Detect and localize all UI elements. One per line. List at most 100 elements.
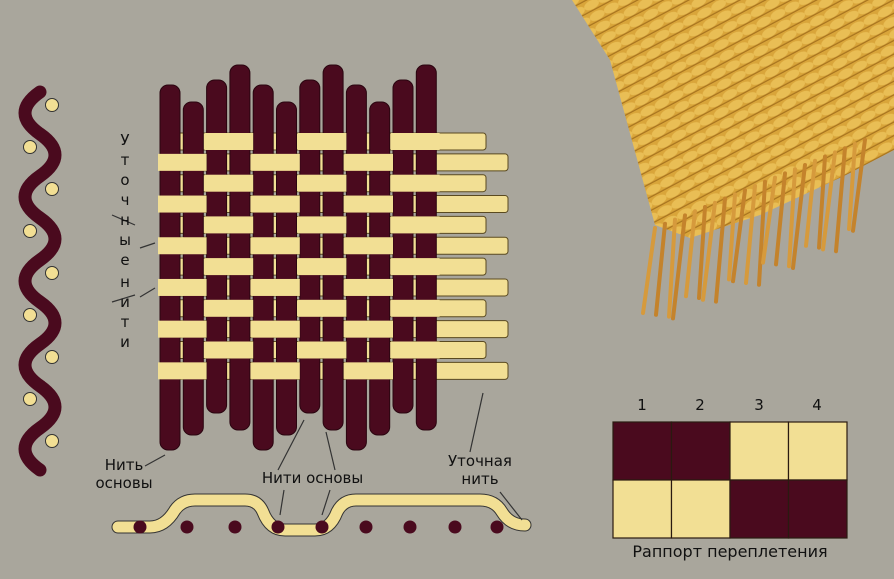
fabric-fringe <box>641 137 867 321</box>
warp-thread <box>392 79 414 414</box>
weft-dot <box>45 266 59 280</box>
weft-float <box>251 237 277 255</box>
weft-float <box>158 195 184 213</box>
fringe-strand <box>787 167 797 269</box>
fringe-strand <box>847 142 857 231</box>
weft-float <box>227 216 254 234</box>
fringe-strand <box>851 137 867 233</box>
weft-float <box>344 362 370 380</box>
weft-dot <box>45 350 59 364</box>
weft-float <box>274 237 300 255</box>
weft-float <box>391 258 417 276</box>
warp-thread <box>345 84 367 451</box>
fringe-strand <box>701 200 717 302</box>
repeat-column-3: 3 <box>754 396 764 414</box>
fringe-strand <box>761 175 777 265</box>
weft-float <box>181 278 207 296</box>
weft-dot <box>23 140 37 154</box>
weft-float <box>204 174 230 192</box>
warp-dot <box>403 520 417 534</box>
weft-float <box>321 341 347 359</box>
weft-float <box>251 195 277 213</box>
weft-float <box>181 237 207 255</box>
weft-float <box>181 153 207 171</box>
weft-float <box>251 153 277 171</box>
weft-float <box>414 299 440 317</box>
fringe-strand <box>744 184 757 285</box>
warp-thread <box>159 84 181 451</box>
weft-dot <box>45 98 59 112</box>
weft-float <box>251 320 277 338</box>
warp-cross-section-left <box>18 85 62 477</box>
fringe-strand <box>727 192 737 282</box>
warp-dot <box>448 520 462 534</box>
label-warp-thread-left: Нить основы <box>92 456 156 492</box>
weft-float <box>158 320 184 338</box>
weft-float <box>204 258 230 276</box>
weft-float <box>367 195 393 213</box>
fringe-strand <box>654 221 667 317</box>
weft-float <box>321 174 347 192</box>
weft-cross-section-bottom <box>111 493 532 537</box>
repeat-cell <box>787 479 848 539</box>
repeat-cell <box>787 421 848 481</box>
weft-float <box>274 362 300 380</box>
weft-float <box>391 133 417 150</box>
weft-float <box>274 195 300 213</box>
warp-thread <box>369 101 391 436</box>
warp-thread <box>206 79 228 414</box>
weft-float <box>204 341 230 359</box>
label-warp-threads: Нити основы <box>261 469 364 487</box>
fringe-strand <box>667 217 677 319</box>
weft-dot <box>23 224 37 238</box>
warp-thread <box>299 79 321 414</box>
weft-float <box>321 216 347 234</box>
repeat-column-1: 1 <box>637 396 647 414</box>
repeat-cell <box>670 421 731 481</box>
weft-dot <box>45 434 59 448</box>
weft-float <box>181 195 207 213</box>
weft-float <box>414 133 440 150</box>
weft-float <box>344 278 370 296</box>
label-line: Нить <box>104 456 144 474</box>
repeat-column-4: 4 <box>812 396 822 414</box>
fringe-strand <box>774 171 787 267</box>
weft-float <box>367 362 393 380</box>
label-line: Уточная <box>448 452 512 470</box>
warp-dot <box>315 520 329 534</box>
weft-float <box>204 216 230 234</box>
warp-thread <box>252 84 274 451</box>
weft-float <box>227 341 254 359</box>
weft-float <box>321 299 347 317</box>
weft-float <box>297 299 324 317</box>
weft-float <box>297 133 324 150</box>
weft-float <box>391 174 417 192</box>
warp-thread <box>276 101 297 436</box>
weft-float <box>227 299 254 317</box>
fringe-strand <box>671 213 687 321</box>
weft-float <box>181 320 207 338</box>
weft-dot <box>45 182 59 196</box>
weft-float <box>297 258 324 276</box>
leader-lines <box>111 214 523 521</box>
weft-float <box>274 320 300 338</box>
weft-float <box>391 341 417 359</box>
weft-float <box>251 362 277 380</box>
fringe-strand <box>641 226 657 315</box>
weft-float <box>344 237 370 255</box>
weft-float <box>414 258 440 276</box>
weft-float <box>158 362 184 380</box>
weft-float <box>344 153 370 171</box>
weft-float <box>204 133 230 150</box>
weft-float <box>158 237 184 255</box>
weft-float <box>321 133 347 150</box>
weft-float <box>367 153 393 171</box>
fringe-strand <box>757 179 767 287</box>
weft-dot <box>23 392 37 406</box>
weave-repeat-grid <box>612 421 848 539</box>
weft-float <box>158 153 184 171</box>
warp-thread <box>415 64 437 431</box>
